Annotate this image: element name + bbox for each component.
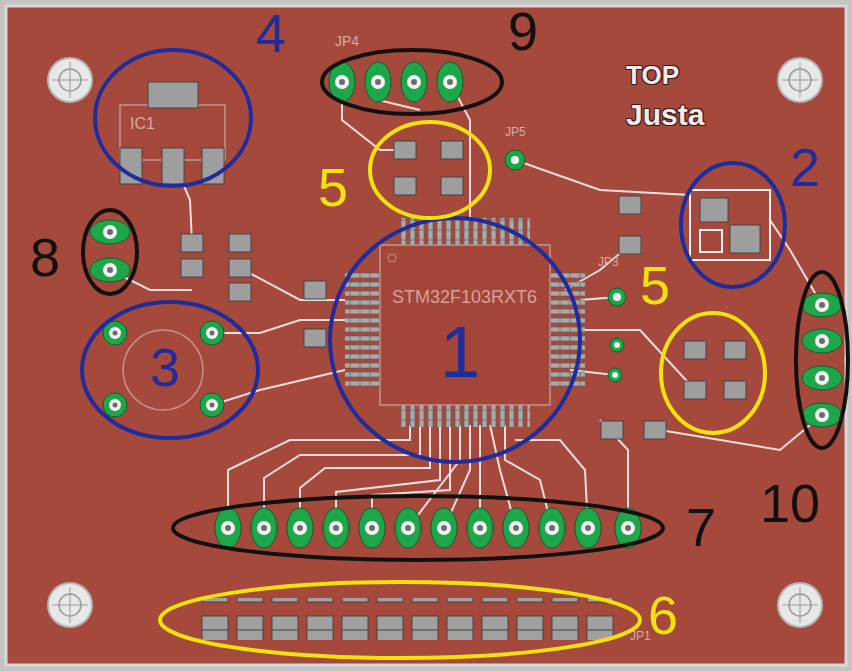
callout-number: 7 [686, 500, 716, 554]
designator-text: JP4 [335, 34, 359, 48]
callout-number: 8 [30, 230, 60, 284]
callout-number: 5 [318, 160, 348, 214]
callout-number: 2 [790, 140, 820, 194]
designator-text: JP3 [598, 256, 619, 268]
designator-text: IC1 [130, 116, 155, 132]
callout-number: 1 [440, 316, 480, 388]
callout-number: 5 [640, 258, 670, 312]
callout-number: 4 [256, 6, 286, 60]
silkscreen-text: Justa [626, 100, 704, 130]
silkscreen-text: TOP [626, 62, 679, 88]
designator-text: STM32F103RXT6 [392, 288, 537, 306]
designator-text: JP5 [505, 126, 526, 138]
callout-number: 3 [150, 340, 180, 394]
callout-number: 6 [648, 588, 678, 642]
designator-text: JP1 [630, 630, 651, 642]
callout-number: 10 [760, 476, 820, 530]
callout-number: 9 [508, 4, 538, 58]
